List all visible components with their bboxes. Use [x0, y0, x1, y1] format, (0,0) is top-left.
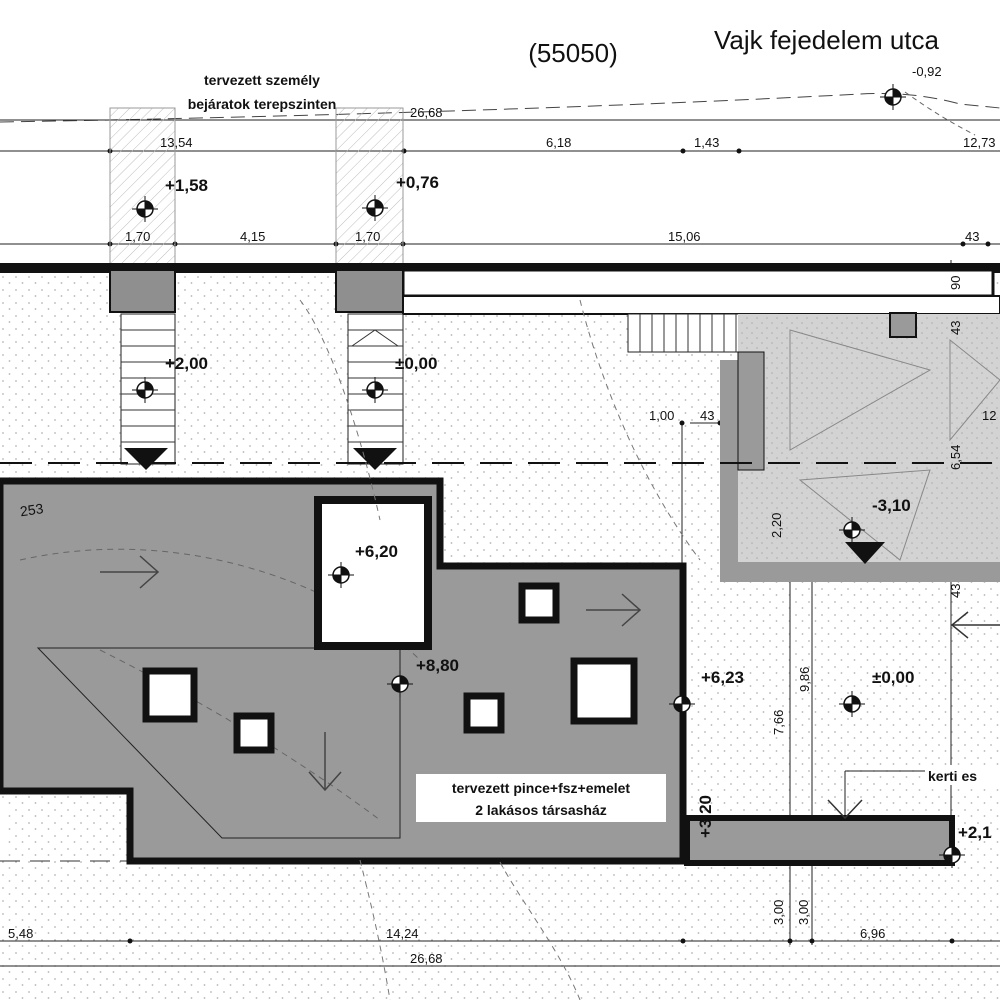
entrance-path-left [109, 107, 176, 271]
dim-top-c: 1,43 [694, 135, 719, 150]
entrance-path-right [335, 107, 404, 271]
building-note-box [416, 774, 666, 822]
garden-note: kerti es [928, 768, 977, 784]
building-note-line1: tervezett pince+fsz+emelet [452, 780, 631, 796]
dim-bottom-c: 6,96 [860, 926, 885, 941]
dim-row2-a: 1,70 [125, 229, 150, 244]
gate-block-left [109, 269, 176, 313]
level-street-corner: -0,92 [912, 64, 942, 79]
contour-line-d [499, 861, 581, 1000]
dim-h-12: 12 [982, 408, 996, 423]
street-name: Vajk fejedelem utca [714, 25, 940, 55]
side-arrow-head [950, 611, 969, 639]
dim-total-top: 26,68 [410, 105, 443, 120]
level-sunken-yard: -3,10 [872, 496, 911, 515]
entrances-note-line1: tervezett személy [204, 72, 320, 88]
level-wall-low: +3,20 [696, 795, 715, 838]
garden-arrow [827, 799, 863, 820]
street-curb-line [904, 91, 976, 136]
level-stair-right: ±0,00 [395, 354, 437, 373]
dim-bottom-b: 14,24 [386, 926, 419, 941]
dim-row2-e: 43 [965, 229, 979, 244]
dim-row2-c: 1,70 [355, 229, 380, 244]
front-walkway [402, 295, 1000, 315]
front-strip [401, 268, 995, 298]
dim-v-986: 9,86 [797, 667, 812, 692]
building-note-line2: 2 lakásos társasház [475, 802, 607, 818]
dim-v-654: 6,54 [948, 445, 963, 470]
level-entrance-left: +1,58 [165, 176, 208, 195]
street-edge-line [0, 92, 1000, 123]
dim-bottom-a: 5,48 [8, 926, 33, 941]
level-markers [132, 84, 965, 868]
sunken-yard [720, 312, 1000, 582]
garden-wall [684, 815, 955, 866]
dim-top-a: 13,54 [160, 135, 193, 150]
dim-row2-d: 15,06 [668, 229, 701, 244]
old-parcel-number: 253 [19, 500, 45, 519]
level-roof-high: +6,20 [355, 542, 398, 561]
dim-v-90: 90 [948, 276, 963, 290]
dim-total-bottom: 26,68 [410, 951, 443, 966]
entrances-note-line2: bejáratok terepszinten [188, 96, 337, 112]
dim-top-b: 6,18 [546, 135, 571, 150]
dim-row2-b: 4,15 [240, 229, 265, 244]
gate-block-right [335, 269, 404, 313]
main-building [0, 477, 687, 865]
level-wall-right: +2,1 [958, 823, 992, 842]
dim-v-43b: 43 [948, 584, 963, 598]
dim-top-d: 12,73 [963, 135, 996, 150]
dim-v-43a: 43 [948, 321, 963, 335]
contour-line-c [359, 859, 391, 1000]
level-wall-side: +6,23 [701, 668, 744, 687]
level-roof-top: +8,80 [416, 656, 459, 675]
contour-line-b [579, 299, 701, 561]
dim-h-100: 1,00 [649, 408, 674, 423]
garden-note-box [925, 765, 1000, 785]
level-entrance-right: +0,76 [396, 173, 439, 192]
dim-v-220: 2,20 [769, 513, 784, 538]
dim-h-43: 43 [700, 408, 714, 423]
contour-line-a [299, 299, 381, 521]
level-garden-ground: ±0,00 [872, 668, 914, 687]
plot-number: (55050) [528, 38, 618, 68]
dim-v-766: 7,66 [771, 710, 786, 735]
level-stair-left: +2,00 [165, 354, 208, 373]
boundary-wall [0, 263, 1000, 273]
dim-v-300b: 3,00 [796, 900, 811, 925]
dim-v-300a: 3,00 [771, 900, 786, 925]
